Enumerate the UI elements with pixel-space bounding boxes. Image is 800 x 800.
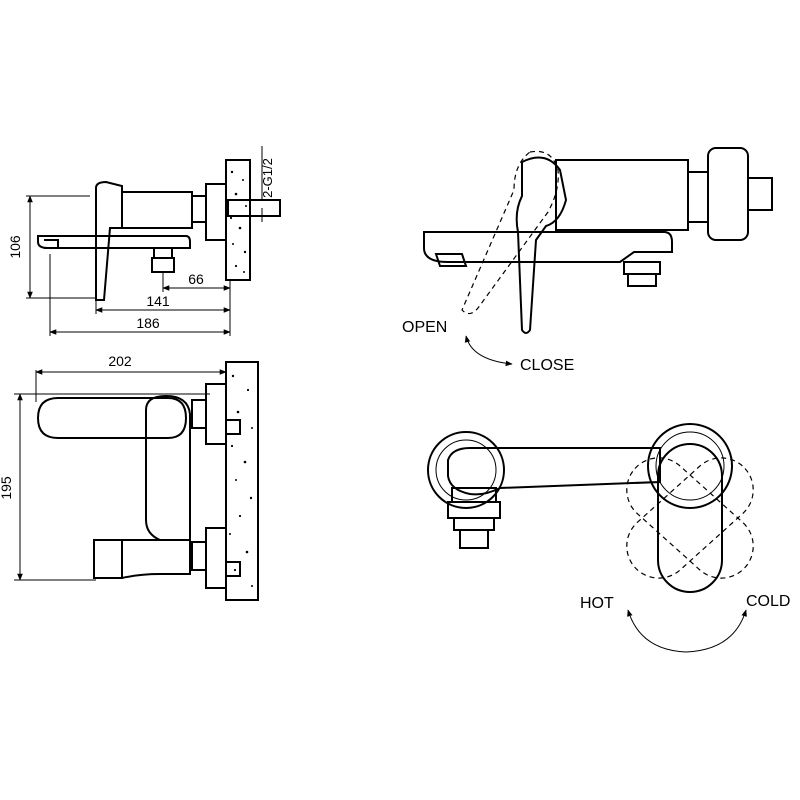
- lower-nut: [191, 541, 207, 571]
- flange-front: [707, 147, 749, 241]
- handle-plan-solid: [657, 443, 723, 593]
- wall-texture-top: [229, 374, 253, 587]
- left-nut-4: [459, 529, 489, 549]
- pipe-front: [747, 177, 773, 211]
- handle-cold-ghost: [626, 457, 754, 579]
- body-top: [145, 394, 191, 541]
- handle-top: [93, 539, 123, 579]
- lever-open-ghost: [461, 150, 559, 315]
- plan-view: HOT COLD: [427, 423, 790, 653]
- flange-right: [647, 423, 733, 509]
- left-nut-3: [453, 517, 495, 531]
- dim-195-label: 195: [0, 476, 14, 500]
- open-close-arrow: [464, 335, 513, 367]
- handle-connector: [121, 539, 191, 579]
- diverter-nut: [151, 257, 175, 273]
- side-view: 106 66 141 186 2-G1/2: [7, 146, 281, 336]
- hex-nut: [191, 195, 207, 223]
- lower-pipe: [225, 561, 241, 577]
- upper-nut: [191, 399, 207, 429]
- diverter-outlet: [153, 247, 173, 259]
- hot-label: HOT: [580, 595, 614, 612]
- dim-66-label: 66: [188, 271, 204, 287]
- inlet-pipe: [227, 199, 281, 217]
- left-nut-2: [447, 501, 501, 519]
- upper-pipe: [225, 419, 241, 435]
- spout-top: [36, 397, 188, 439]
- aerator-front: [434, 253, 468, 267]
- upper-flange: [205, 383, 227, 445]
- close-label: CLOSE: [520, 357, 574, 374]
- spout: [37, 235, 191, 249]
- dim-186-label: 186: [136, 315, 160, 331]
- open-label: OPEN: [402, 319, 447, 336]
- wall-section-side: [225, 159, 251, 281]
- diverter-front: [623, 261, 661, 275]
- wall-flange: [205, 183, 227, 241]
- lever-closed: [515, 156, 568, 334]
- flange-left: [427, 431, 505, 509]
- wall-texture-side: [229, 170, 247, 273]
- mixer-body: [121, 191, 193, 229]
- front-view-lever: OPEN CLOSE: [402, 147, 773, 374]
- dim-202-label: 202: [108, 353, 132, 369]
- body-front: [555, 159, 689, 231]
- diverter-cap-front: [627, 273, 657, 287]
- dim-141-label: 141: [146, 293, 170, 309]
- dim-106-label: 106: [7, 235, 23, 259]
- wall-section-top: [225, 361, 259, 601]
- bridge-body: [447, 447, 661, 496]
- top-view: 202 195: [0, 353, 259, 601]
- lower-flange: [205, 527, 227, 589]
- nut-front: [687, 171, 709, 223]
- hot-cold-arrow: [627, 609, 747, 653]
- cold-label: COLD: [746, 593, 790, 610]
- handle-hot-ghost: [626, 457, 754, 579]
- spout-front: [423, 231, 673, 263]
- thread-label: 2-G1/2: [260, 158, 275, 198]
- aerator: [44, 239, 59, 249]
- lever-handle: [95, 180, 123, 301]
